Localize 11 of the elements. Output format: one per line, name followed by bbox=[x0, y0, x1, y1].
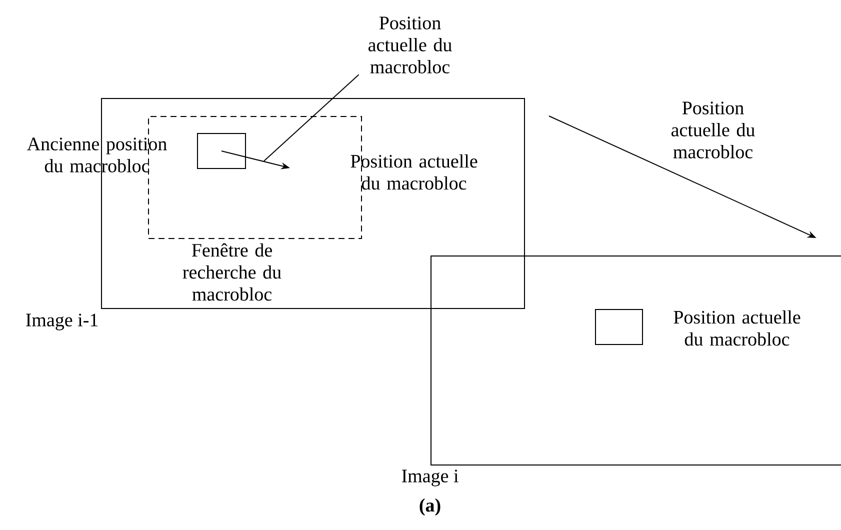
area-caption: Fenêtre de recherche du macrobloc bbox=[182, 243, 282, 301]
text-label: Position actuelle du macrobloc bbox=[674, 310, 800, 346]
leader-line bbox=[264, 74, 360, 162]
frame-caption: Image i bbox=[402, 470, 458, 486]
frame-caption: Image i-1 bbox=[26, 314, 98, 330]
text-label: Position actuelle du macrobloc bbox=[350, 154, 478, 190]
image-frame bbox=[402, 256, 841, 486]
image-frame bbox=[26, 98, 525, 330]
edge-label: Position actuelle du macrobloc bbox=[671, 102, 755, 158]
text-label: Position actuelle du macrobloc bbox=[368, 16, 452, 74]
caption: (a) bbox=[420, 498, 440, 516]
